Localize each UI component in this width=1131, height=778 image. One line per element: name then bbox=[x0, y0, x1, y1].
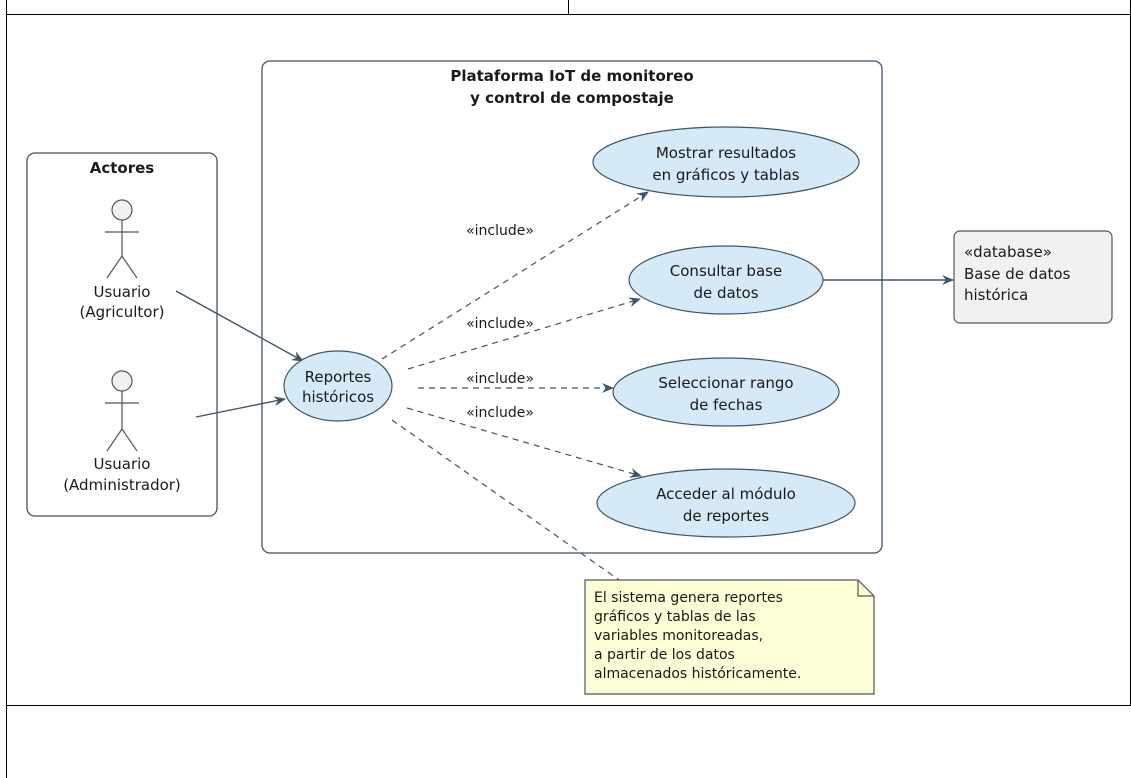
database-node[interactable]: «database» Base de datos histórica bbox=[953, 230, 1113, 324]
association-administrador bbox=[195, 396, 286, 418]
usecase-consultar-line2: de datos bbox=[693, 284, 758, 302]
system-title-line1: Plataforma IoT de monitoreo bbox=[450, 67, 693, 85]
actor-agricultor-label-line1: Usuario bbox=[93, 283, 150, 301]
include-label: «include» bbox=[466, 223, 534, 239]
actor-administrador-label-line1: Usuario bbox=[93, 455, 150, 473]
note-line: variables monitoreadas, bbox=[594, 628, 763, 644]
usecase-consultar-line1: Consultar base bbox=[670, 262, 782, 280]
frame-left-border bbox=[6, 0, 7, 778]
usecase-consultar-base[interactable]: Consultar base de datos bbox=[628, 245, 824, 315]
include-label: «include» bbox=[466, 371, 534, 387]
actor-agricultor-label-line2: (Agricultor) bbox=[80, 303, 165, 321]
frame-divider bbox=[568, 0, 569, 14]
database-stereotype: «database» bbox=[964, 243, 1052, 261]
usecase-acceder-line1: Acceder al módulo bbox=[656, 485, 796, 503]
database-label-line2: histórica bbox=[964, 286, 1028, 304]
usecase-acceder-line2: de reportes bbox=[683, 507, 770, 525]
system-title-line2: y control de compostaje bbox=[470, 89, 674, 107]
include-label: «include» bbox=[466, 405, 534, 421]
frame-bottom-border bbox=[6, 705, 1131, 706]
usecase-mostrar-resultados[interactable]: Mostrar resultados en gráficos y tablas bbox=[592, 126, 860, 198]
usecase-acceder-modulo[interactable]: Acceder al módulo de reportes bbox=[596, 468, 856, 538]
usecase-seleccionar-rango[interactable]: Seleccionar rango de fechas bbox=[612, 357, 840, 427]
stick-figure-icon bbox=[105, 370, 139, 452]
include-access-module bbox=[406, 407, 642, 478]
include-show-results bbox=[381, 191, 649, 360]
usecase-seleccionar-line2: de fechas bbox=[690, 396, 763, 414]
note-line: El sistema genera reportes bbox=[594, 590, 783, 606]
usecase-reportes-line1: Reportes bbox=[305, 368, 372, 386]
usecase-mostrar-line2: en gráficos y tablas bbox=[652, 166, 799, 184]
database-label-line1: Base de datos bbox=[964, 265, 1071, 283]
frame-top-border bbox=[6, 14, 1131, 15]
usecase-reportes-line2: históricos bbox=[302, 388, 374, 406]
note-line: a partir de los datos bbox=[594, 647, 735, 663]
usecase-seleccionar-line1: Seleccionar rango bbox=[658, 374, 793, 392]
usecase-mostrar-line1: Mostrar resultados bbox=[656, 144, 796, 162]
include-query-db bbox=[407, 297, 641, 370]
stick-figure-icon bbox=[105, 199, 139, 279]
usecase-reportes-historicos[interactable]: Reportes históricos bbox=[283, 350, 393, 422]
actors-package: Actores bbox=[26, 152, 218, 517]
include-label: «include» bbox=[466, 316, 534, 332]
actor-administrador-label-line2: (Administrador) bbox=[63, 476, 181, 494]
note-line: almacenados históricamente. bbox=[594, 666, 801, 682]
note-connector bbox=[391, 419, 623, 583]
actors-package-title: Actores bbox=[90, 159, 155, 177]
association-agricultor bbox=[175, 290, 304, 362]
note-line: gráficos y tablas de las bbox=[594, 609, 756, 625]
note: El sistema genera reportes gráficos y ta… bbox=[584, 579, 875, 695]
actor-administrador[interactable]: Usuario (Administrador) bbox=[63, 370, 181, 494]
actor-agricultor[interactable]: Usuario (Agricultor) bbox=[80, 199, 165, 321]
